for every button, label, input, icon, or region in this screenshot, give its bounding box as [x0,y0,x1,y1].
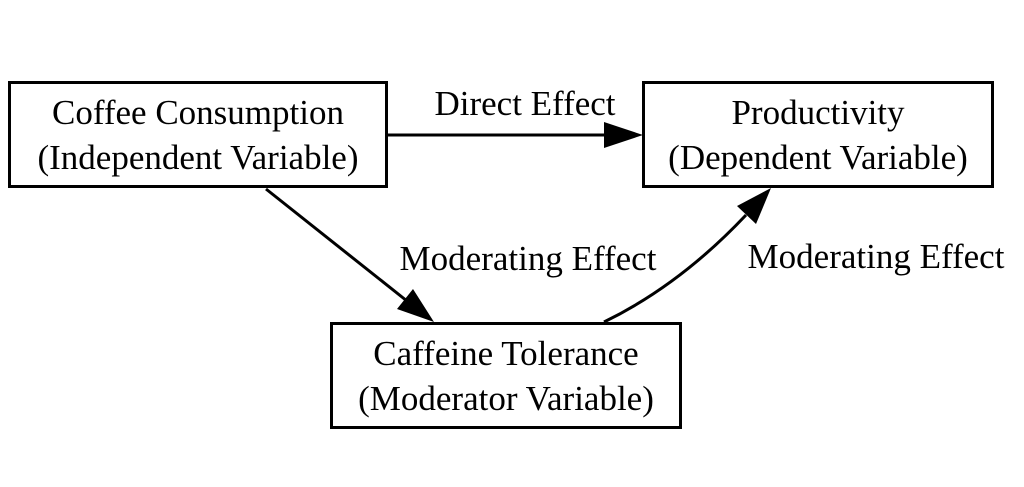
node-productivity-subtitle: (Dependent Variable) [668,137,968,177]
moderating-effect-curve-b [603,213,748,324]
node-coffee-consumption-subtitle: (Independent Variable) [37,137,359,177]
node-caffeine-tolerance-title: Caffeine Tolerance [373,333,639,373]
node-coffee-consumption-title: Coffee Consumption [52,92,344,132]
moderating-effect-arrowhead-a [397,289,434,322]
node-caffeine-tolerance: Caffeine Tolerance (Moderator Variable) [330,322,682,429]
direct-effect-label: Direct Effect [434,84,616,123]
moderating-effect-label-b: Moderating Effect [747,237,1005,276]
node-productivity: Productivity (Dependent Variable) [642,81,994,188]
node-productivity-title: Productivity [731,92,905,132]
node-coffee-consumption: Coffee Consumption (Independent Variable… [8,81,388,188]
node-caffeine-tolerance-subtitle: (Moderator Variable) [358,378,654,418]
moderating-effect-line-a [265,187,408,303]
direct-effect-arrowhead [604,122,643,148]
moderating-effect-label-a: Moderating Effect [399,239,657,278]
moderating-effect-arrowhead-b [737,188,771,224]
